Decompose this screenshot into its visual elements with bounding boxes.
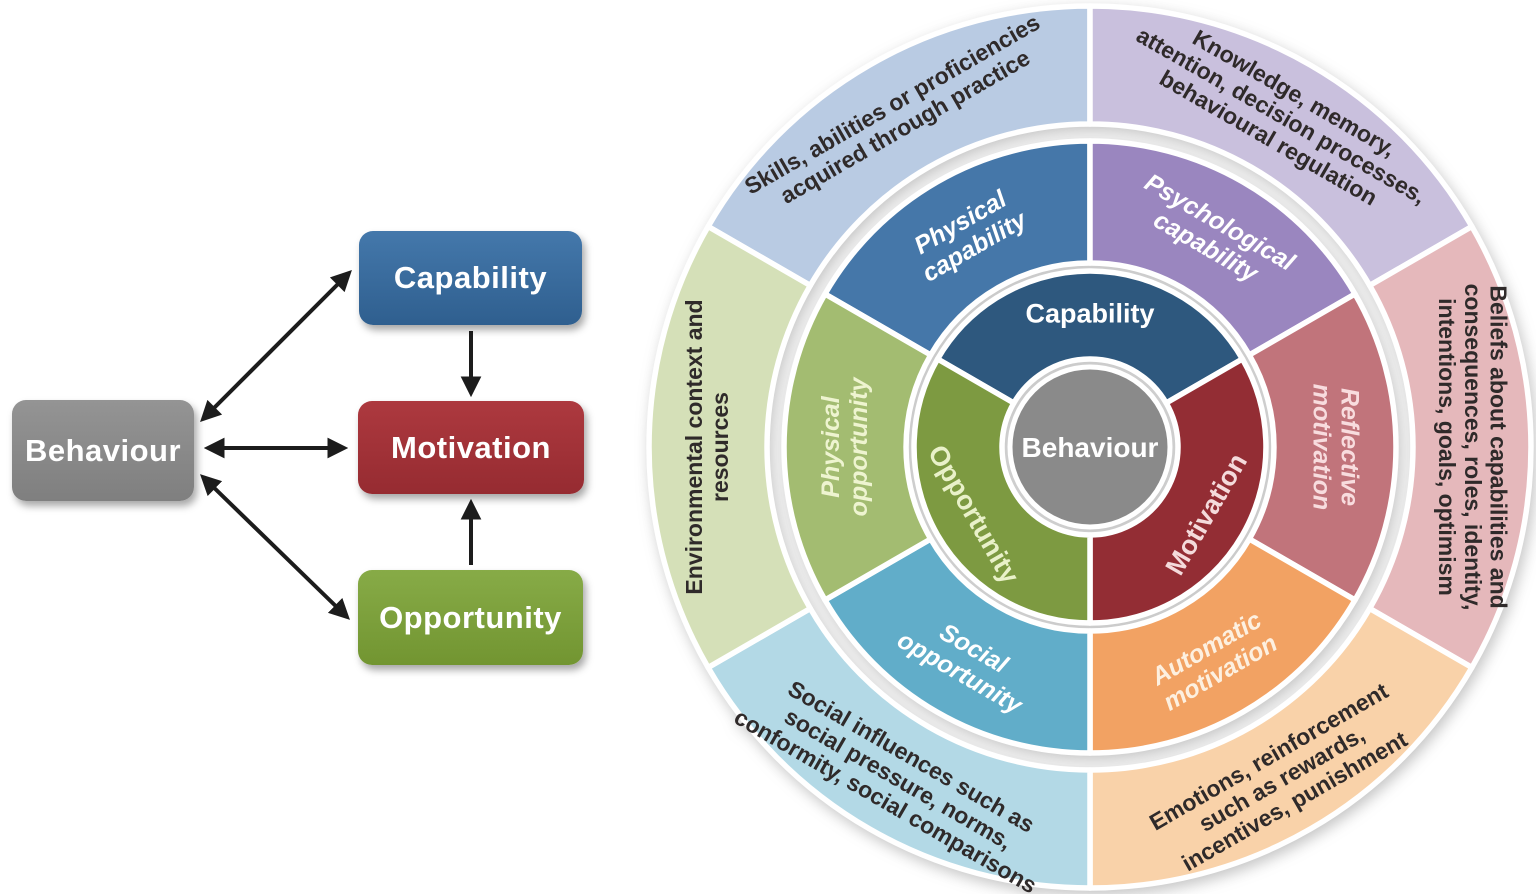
sunburst-center-label: Behaviour [1022, 432, 1159, 463]
ring-outer-segment-environmental-context-and [646, 223, 814, 671]
flowchart-node-label: Capability [393, 260, 548, 295]
flowchart-node-label: Motivation [391, 429, 551, 465]
ring-inner-segment-capability [934, 268, 1246, 406]
flowchart-node-opportunity: Opportunity [358, 570, 583, 665]
ring-middle-label-reflective-motivation: Reflectivemotivation [1307, 384, 1363, 510]
ring-inner-segment-motivation [1087, 356, 1269, 626]
flowchart-node-label: Behaviour [24, 432, 182, 468]
ring-inner-label-capability: Capability [1025, 298, 1154, 328]
ring-inner-segment-opportunity [911, 356, 1093, 626]
flowchart-node-capability: Capability [359, 231, 582, 325]
ring-outer-label-environmental-context-and: Environmental context andresources [681, 299, 733, 594]
flowchart-node-behaviour: Behaviour [12, 400, 194, 501]
ring-middle-segment-physical-opportunity [781, 291, 934, 603]
flowchart-node-motivation: Motivation [358, 401, 584, 494]
flowchart-node-label: Opportunity [379, 599, 562, 635]
sunburst-center-circle [1007, 364, 1173, 530]
ring-middle-label-physical-opportunity: Physicalopportunity [817, 376, 873, 516]
ring-outer-label-beliefs-about-capabilities: Beliefs about capabilities andconsequenc… [1434, 284, 1512, 611]
